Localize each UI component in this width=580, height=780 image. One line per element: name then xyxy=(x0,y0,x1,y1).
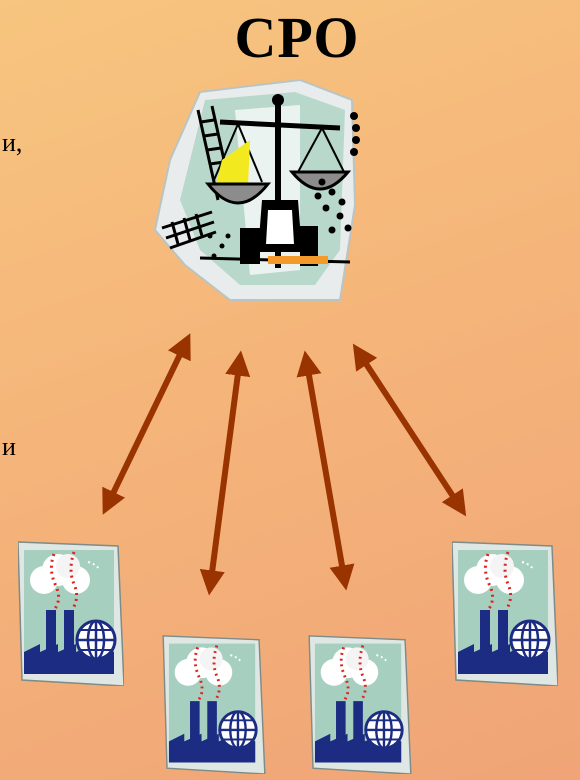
factory-globe-icon xyxy=(18,540,124,686)
arrow-member-4 xyxy=(352,343,467,517)
arrow-member-1 xyxy=(102,333,191,515)
factory-globe-icon xyxy=(308,634,412,774)
arrow-member-3 xyxy=(296,350,355,591)
arrow-member-2 xyxy=(199,350,251,596)
diagram-title: СРО xyxy=(234,5,360,70)
cut-text-fragment-2: и xyxy=(2,432,16,461)
cut-text-fragment-1: и, xyxy=(2,128,23,157)
factory-globe-icon xyxy=(162,634,266,774)
factory-globe-icon xyxy=(452,540,558,686)
